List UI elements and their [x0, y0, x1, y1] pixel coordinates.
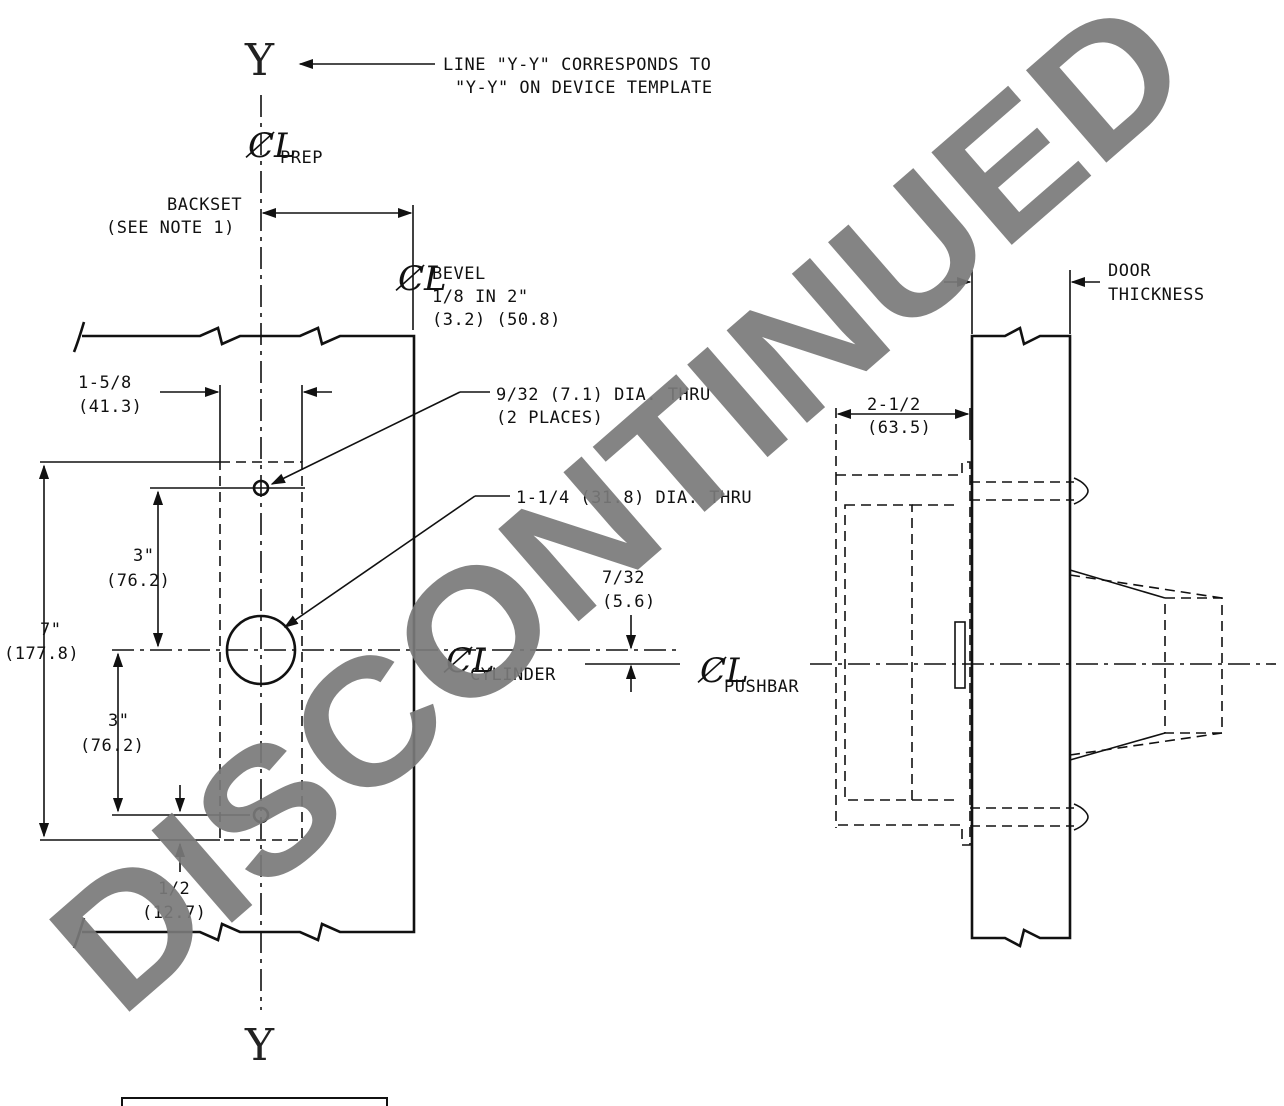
dim-7-metric: (177.8): [4, 644, 79, 664]
centerline-symbol-pushbar: C̸L: [697, 651, 749, 691]
door-thickness-label-1: DOOR: [1108, 261, 1151, 281]
small-hole-callout: 9/32 (7.1) DIA. THRU: [496, 385, 711, 405]
bevel-metric: (3.2) (50.8): [432, 310, 561, 330]
pushbar-label: PUSHBAR: [724, 677, 799, 697]
door-outline: [82, 326, 416, 942]
centerline-symbol-bevel: C̸L: [395, 259, 447, 299]
cylinder-tailpiece: [954, 621, 966, 689]
door-thickness-label-2: THICKNESS: [1108, 285, 1205, 305]
escutcheon-outline: [219, 461, 303, 841]
cylinder-cone-top: [1069, 569, 1166, 599]
dim-7-label: 7": [40, 620, 61, 640]
dim-2-1-2-metric: (63.5): [867, 418, 931, 438]
cylinder-cone-bottom-dash: [1069, 732, 1223, 756]
backset-note: (SEE NOTE 1): [106, 218, 235, 238]
door-section: [970, 326, 1072, 948]
discontinued-watermark: DISCONTINUED: [14, 0, 1224, 1049]
front-view: Y Y LINE "Y-Y" CORRESPONDS TO "Y-Y" ON D…: [4, 35, 799, 1106]
prep-label: PREP: [280, 148, 323, 168]
large-hole-leader-arrow: [283, 495, 476, 628]
yy-note-line-1: LINE "Y-Y" CORRESPONDS TO: [443, 55, 711, 75]
cylinder-label: CYLINDER: [470, 665, 556, 685]
device-housing: [836, 461, 971, 846]
dim-3-lower-label: 3": [108, 711, 129, 731]
device-plate: [844, 504, 913, 801]
axis-y-top-label: Y: [244, 35, 275, 86]
dim-2-1-2-label: 2-1/2: [867, 395, 921, 415]
note-box-fragment: [121, 1097, 388, 1106]
upper-thru-bolt: [970, 481, 1074, 501]
upper-bolt-head: [1073, 477, 1089, 505]
bevel-ratio: 1/8 IN 2": [432, 287, 529, 307]
dim-7-32-label: 7/32: [602, 568, 645, 588]
dim-1-5-8-label: 1-5/8: [78, 373, 132, 393]
large-hole-callout: 1-1/4 (31.8) DIA. THRU: [516, 488, 752, 508]
small-hole-places: (2 PLACES): [496, 408, 603, 428]
cylinder-cone-top-dash: [1069, 574, 1223, 599]
dim-1-2-metric: (12.7): [142, 903, 206, 923]
cylinder-cone-bottom: [1069, 732, 1166, 761]
dim-3-lower-metric: (76.2): [80, 736, 144, 756]
cylinder-body: [1164, 597, 1223, 734]
bevel-label: BEVEL: [432, 264, 486, 284]
axis-y-bottom-label: Y: [244, 1020, 275, 1071]
side-view: DOOR THICKNESS 2-1/2 (63.5): [810, 261, 1276, 948]
door-break-top: [72, 321, 86, 353]
yy-note-line-2: "Y-Y" ON DEVICE TEMPLATE: [455, 78, 713, 98]
dim-3-upper-metric: (76.2): [106, 571, 170, 591]
centerline-symbol-cylinder: C̸L: [443, 641, 495, 681]
dim-3-upper-label: 3": [133, 546, 154, 566]
door-break-bottom: [72, 917, 86, 949]
dim-1-2-label: 1/2: [158, 879, 190, 899]
centerline-symbol-prep: C̸L: [245, 126, 297, 166]
lower-thru-bolt: [970, 807, 1074, 827]
small-hole-leader-arrow: [270, 391, 461, 485]
lower-bolt-head: [1073, 803, 1089, 831]
dim-7-32-metric: (5.6): [602, 592, 656, 612]
dim-1-5-8-metric: (41.3): [78, 397, 142, 417]
lower-mounting-hole: [252, 806, 270, 824]
backset-label: BACKSET: [167, 195, 242, 215]
